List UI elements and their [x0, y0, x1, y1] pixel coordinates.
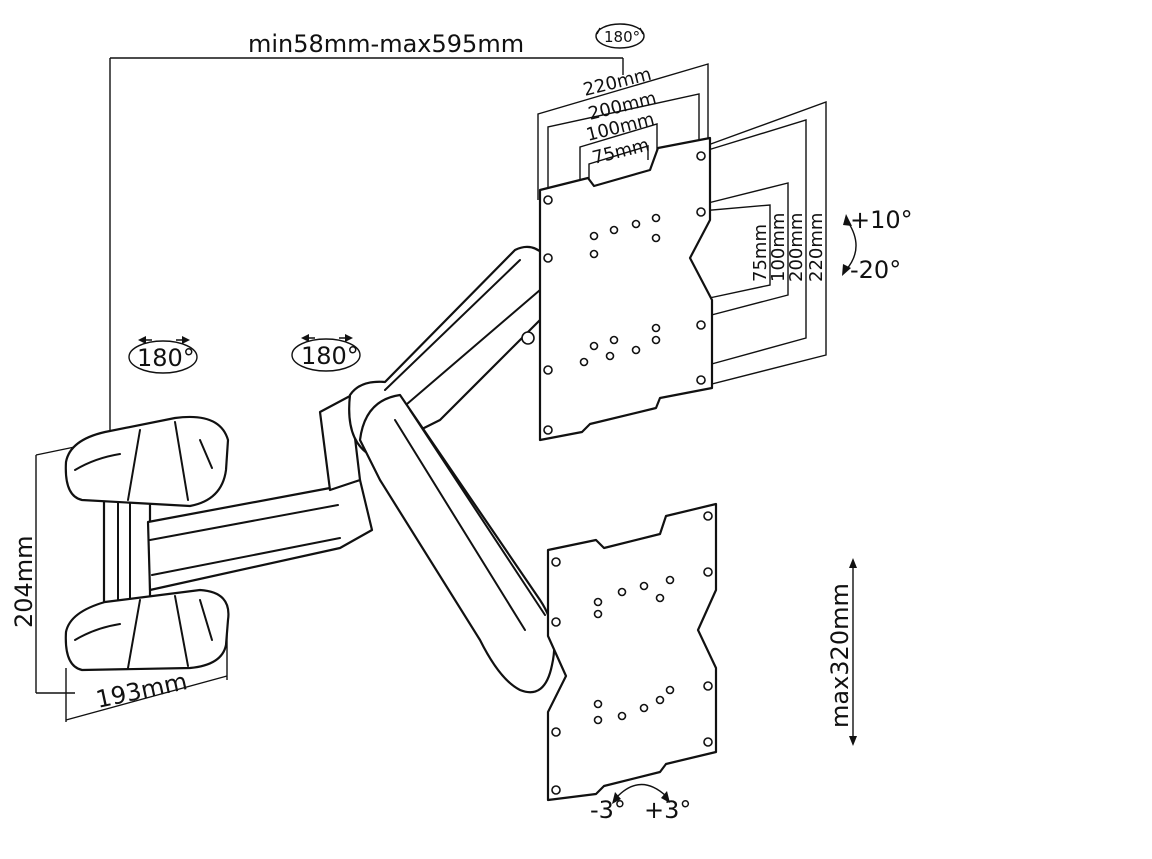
level-left-label: -3° [590, 796, 626, 824]
vesa-v-100: 100mm [768, 213, 789, 282]
extension-label: min58mm-max595mm [248, 30, 524, 58]
first-arm [146, 394, 374, 592]
tilt-up-arrow-icon [843, 214, 852, 226]
rotation-badge-left: 180° [128, 336, 198, 374]
tilt-down-arrow-icon [842, 264, 851, 276]
rotation-top-label: 180° [604, 28, 640, 46]
vesa-plate-top [538, 136, 714, 442]
max-screen-label: max320mm [826, 583, 854, 728]
rotation-badge-mid: 180° [291, 334, 361, 372]
level-indicator: -3° +3° [590, 783, 691, 824]
tilt-down-label: -20° [850, 256, 901, 284]
extension-dimension: min58mm-max595mm [109, 30, 624, 430]
vesa-holes-bottom [551, 511, 713, 795]
main-arm [348, 245, 562, 694]
rotation-mid-label: 180° [301, 342, 359, 370]
vesa-plate-bottom [546, 502, 718, 802]
rotation-badge-top: 180° [595, 23, 645, 49]
rotation-left-label: 180° [137, 344, 195, 372]
vesa-vertical-dimensions: 75mm 100mm 200mm 220mm [654, 100, 827, 386]
wall-plate-height-dimension: 204mm [10, 437, 119, 694]
level-right-label: +3° [644, 796, 691, 824]
wall-plate-width-label: 193mm [93, 667, 189, 714]
vesa-v-200: 200mm [786, 213, 807, 282]
wall-plate [64, 415, 230, 672]
vesa-v-75: 75mm [750, 224, 771, 282]
tilt-indicator: +10° -20° [842, 206, 913, 284]
level-left-arrow-icon [612, 792, 621, 804]
vesa-holes-top [543, 151, 706, 435]
level-right-arrow-icon [661, 791, 670, 803]
wall-plate-height-label: 204mm [10, 535, 38, 628]
tilt-up-label: +10° [850, 206, 913, 234]
max-screen-dimension: max320mm [826, 558, 857, 746]
vesa-v-220: 220mm [806, 213, 827, 282]
